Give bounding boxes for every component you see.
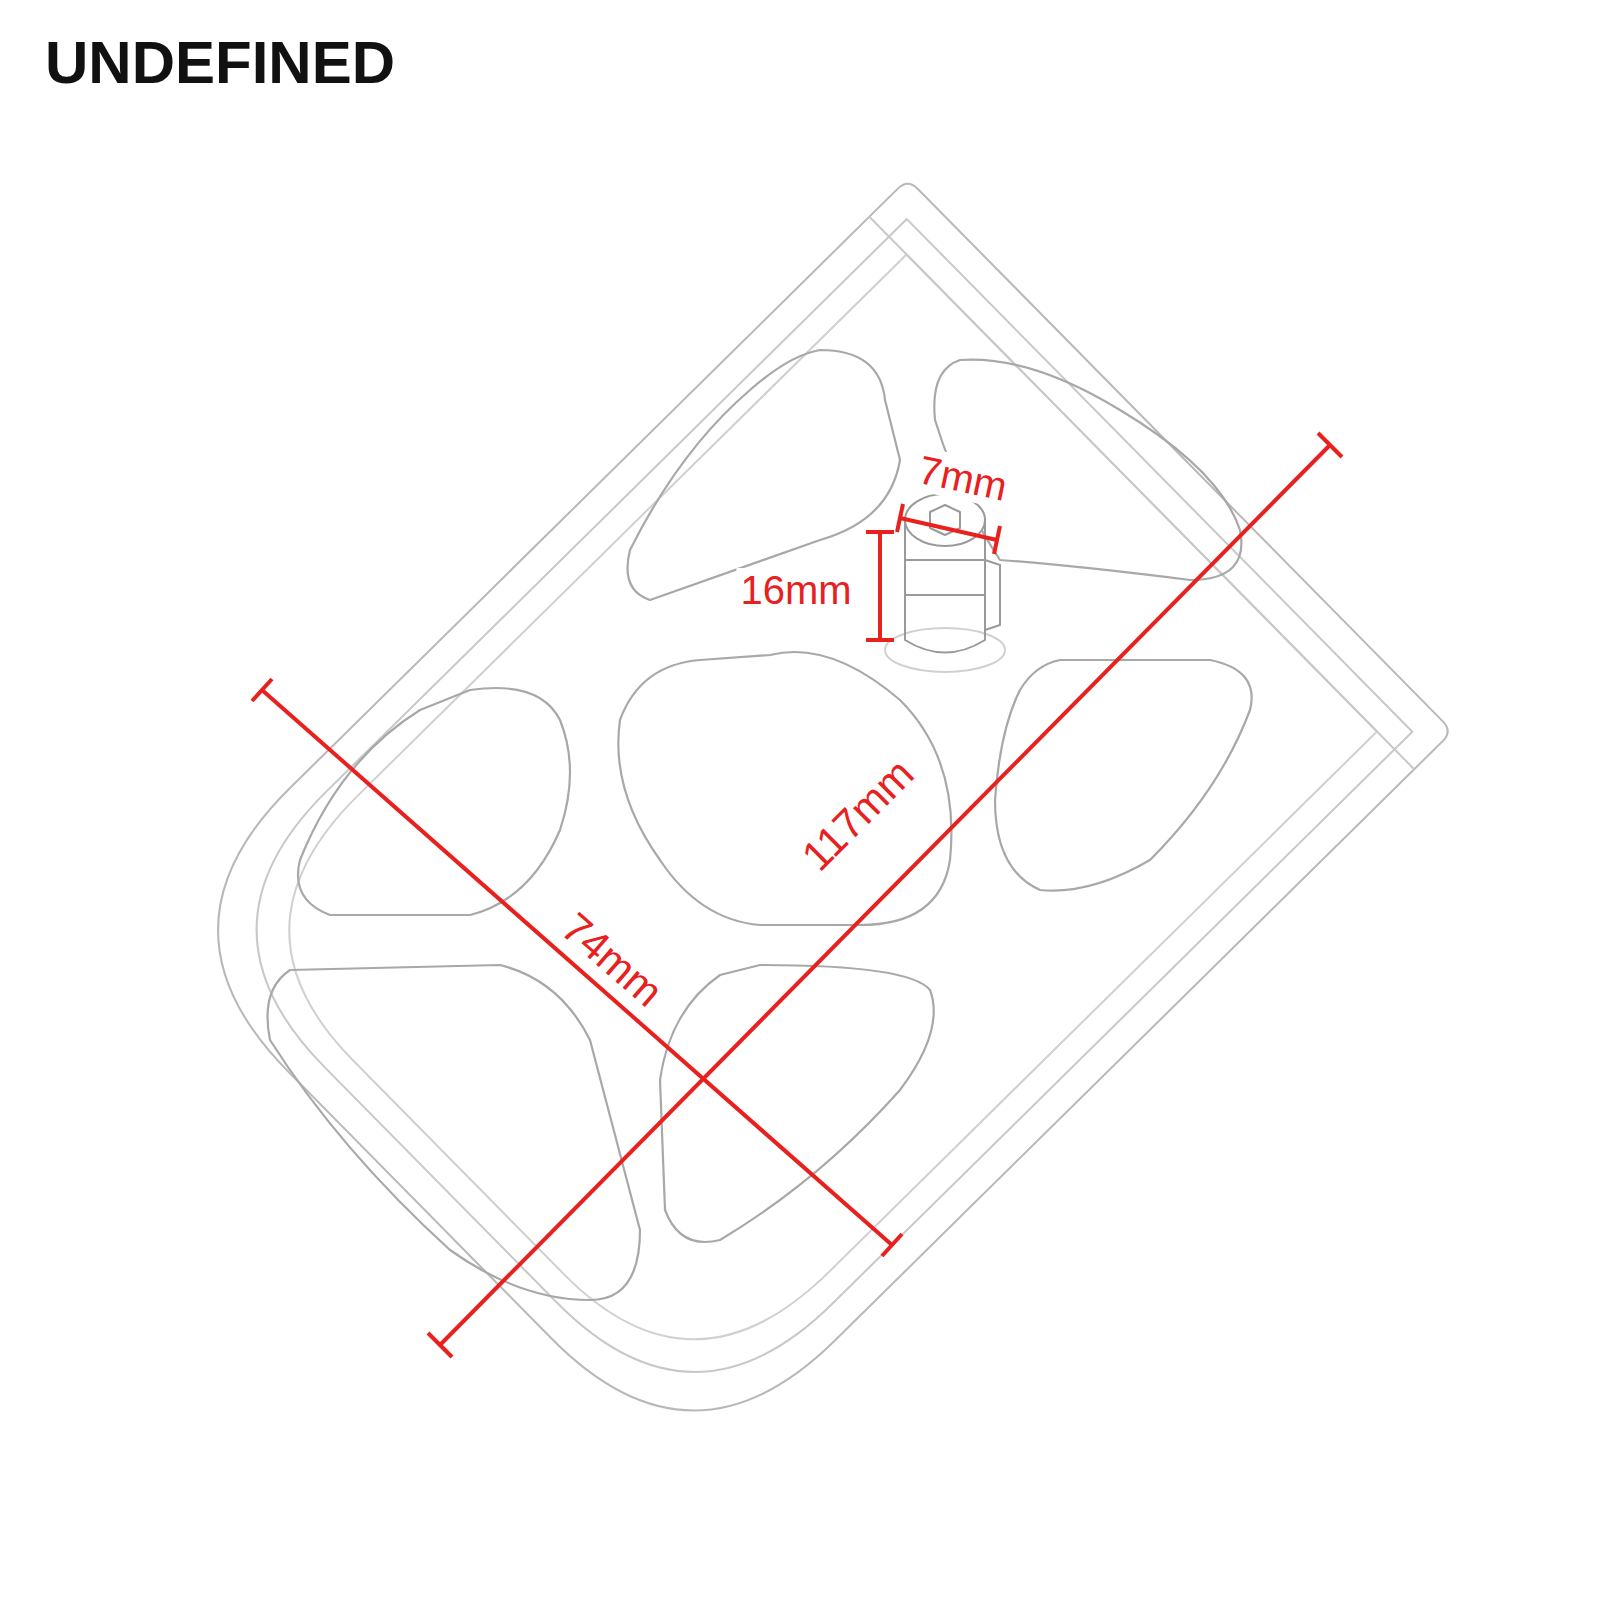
brand-watermark: UNDEFINED xyxy=(45,30,395,96)
plate-outline xyxy=(147,179,1452,1481)
dimension-lines xyxy=(252,433,1342,1357)
dimension-label: 16mm xyxy=(736,568,855,612)
bolt xyxy=(885,494,1005,672)
